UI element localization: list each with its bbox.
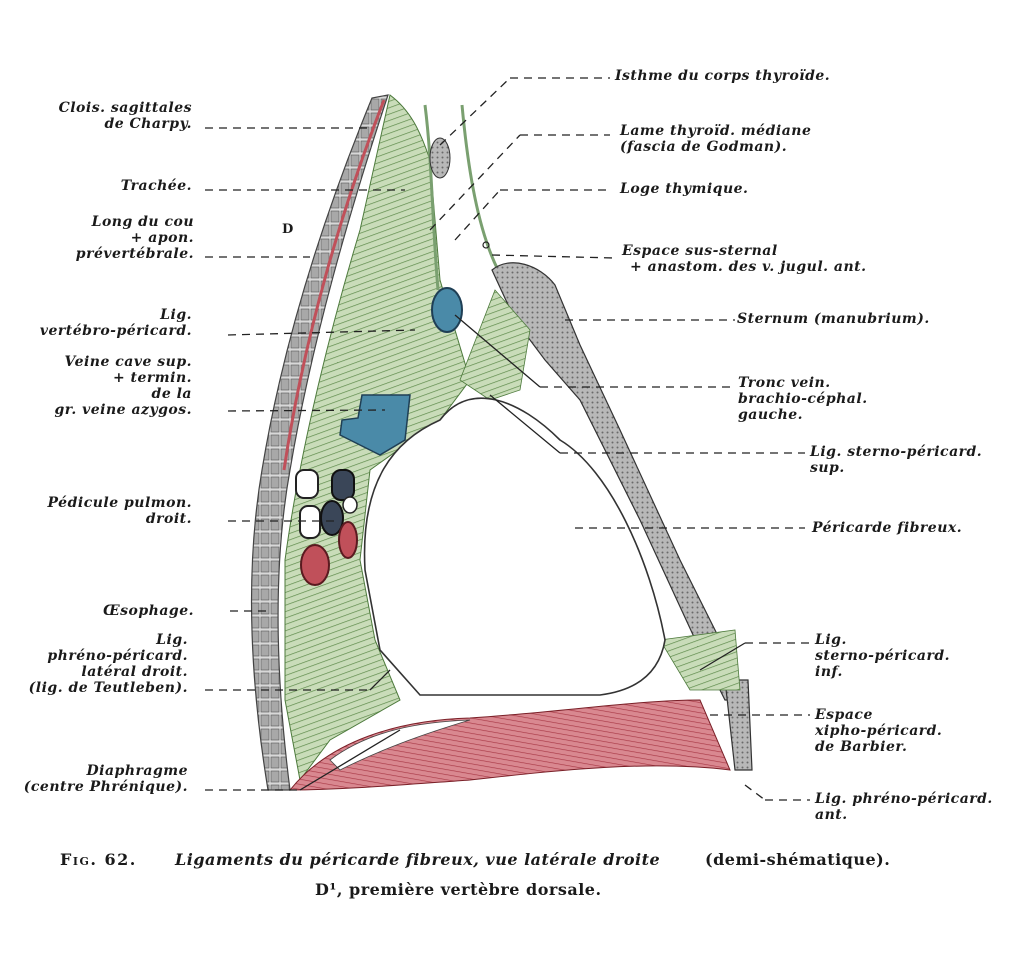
label-lig-sterno-sup: Lig. sterno-péricard. sup. xyxy=(810,444,982,476)
label-trachee: Trachée. xyxy=(121,178,192,194)
brachiocephalic-vein xyxy=(431,287,463,333)
label-lig-phreno-ant-line1: Lig. phréno-péricard. xyxy=(815,791,993,807)
label-espace-xipho-line2: xipho-péricard. xyxy=(815,723,943,739)
pulmonary-pedicle xyxy=(295,469,358,586)
caption-fig-text: Fig. 62. xyxy=(60,850,137,869)
caption-title-text: Ligaments du péricarde fibreux, vue laté… xyxy=(175,850,661,869)
label-tronc-line3: gauche. xyxy=(738,407,804,423)
label-espace-xipho: Espace xipho-péricard. de Barbier. xyxy=(815,707,942,755)
label-espace-sus-line2: + anastom. des v. jugul. ant. xyxy=(630,259,867,275)
sternum xyxy=(491,262,746,701)
thyroid-lamina xyxy=(423,104,440,291)
label-loge-line1: Loge thymique. xyxy=(620,181,749,197)
label-oesophage-line1: Œsophage. xyxy=(103,603,194,619)
dura-line xyxy=(282,99,386,471)
label-loge: Loge thymique. xyxy=(620,181,748,197)
label-long-cou-line2: + apon. xyxy=(130,230,194,246)
label-lig-sterno-sup-line2: sup. xyxy=(810,460,845,476)
xiphoid xyxy=(724,679,753,771)
label-pedicule-line2: droit. xyxy=(145,511,192,527)
label-espace-sus: Espace sus-sternal + anastom. des v. jug… xyxy=(622,243,866,275)
label-diaphragme-line2: (centre Phrénique). xyxy=(23,779,188,795)
label-lig-sterno-inf-line3: inf. xyxy=(815,664,843,680)
label-clois-line2: de Charpy. xyxy=(104,116,192,132)
label-pedicule: Pédicule pulmon. droit. xyxy=(48,495,192,527)
leader-lines-right xyxy=(429,77,810,801)
pericardium xyxy=(363,397,666,696)
label-lig-phreno-ant: Lig. phréno-péricard. ant. xyxy=(815,791,993,823)
label-lig-phreno-lat-line4: (lig. de Teutleben). xyxy=(28,680,188,696)
label-long-cou-line1: Long du cou xyxy=(91,214,194,230)
thymic-strand xyxy=(460,104,500,271)
label-veine-cave-line1: Veine cave sup. xyxy=(64,354,192,370)
label-long-cou: Long du cou + apon. prévertébrale. xyxy=(76,214,194,262)
label-isthme-line1: Isthme du corps thyroïde. xyxy=(615,68,831,84)
caption-line2: D¹, première vertèbre dorsale. xyxy=(315,880,602,899)
label-long-cou-line3: prévertébrale. xyxy=(75,246,194,262)
label-lig-phreno-lat: Lig. phréno-péricard. latéral droit. (li… xyxy=(29,632,188,696)
label-lig-vertebro-line1: Lig. xyxy=(160,307,192,323)
label-lig-sterno-inf-line1: Lig. xyxy=(815,632,847,648)
label-oesophage: Œsophage. xyxy=(103,603,194,619)
superior-vena-cava xyxy=(339,394,411,456)
label-veine-cave-line3: de la xyxy=(151,386,192,402)
caption-title: Ligaments du péricarde fibreux, vue laté… xyxy=(175,850,660,869)
label-d1: D xyxy=(282,222,294,238)
leader-dot xyxy=(482,241,490,249)
label-pericarde: Péricarde fibreux. xyxy=(812,520,962,536)
label-lame-line2: (fascia de Godman). xyxy=(620,139,788,155)
caption-note-text: (demi-shématique). xyxy=(705,850,891,869)
label-lame: Lame thyroïd. médiane (fascia de Godman)… xyxy=(620,123,811,155)
label-veine-cave-line4: gr. veine azygos. xyxy=(54,402,192,418)
label-pericarde-line1: Péricarde fibreux. xyxy=(812,520,963,536)
label-clois: Clois. sagittales de Charpy. xyxy=(59,100,192,132)
label-d1-text: D xyxy=(282,222,294,237)
caption-fig: Fig. 62. xyxy=(60,850,137,869)
label-diaphragme-line1: Diaphragme xyxy=(86,763,188,779)
label-veine-cave-line2: + termin. xyxy=(112,370,192,386)
label-lig-vertebro: Lig. vertébro-péricard. xyxy=(40,307,192,339)
label-espace-xipho-line1: Espace xyxy=(815,707,873,723)
caption-line2-text: D¹, première vertèbre dorsale. xyxy=(315,880,602,899)
label-lig-phreno-ant-line2: ant. xyxy=(815,807,848,823)
label-sternum-line1: Sternum (manubrium). xyxy=(737,311,930,327)
label-lig-vertebro-line2: vertébro-péricard. xyxy=(39,323,192,339)
central-tendon xyxy=(329,719,471,771)
label-lame-line1: Lame thyroïd. médiane xyxy=(620,123,812,139)
thyroid-isthmus xyxy=(429,137,451,179)
label-sternum: Sternum (manubrium). xyxy=(737,311,930,327)
label-lig-phreno-lat-line1: Lig. xyxy=(156,632,188,648)
label-espace-xipho-line3: de Barbier. xyxy=(815,739,908,755)
label-lig-phreno-lat-line2: phréno-péricard. xyxy=(47,648,188,664)
label-tronc-line1: Tronc vein. xyxy=(738,375,831,391)
label-espace-sus-line1: Espace sus-sternal xyxy=(622,243,778,259)
diaphragm xyxy=(288,699,731,791)
label-pedicule-line1: Pédicule pulmon. xyxy=(47,495,192,511)
caption-note: (demi-shématique). xyxy=(705,850,890,869)
label-isthme: Isthme du corps thyroïde. xyxy=(615,68,830,84)
label-lig-phreno-lat-line3: latéral droit. xyxy=(81,664,188,680)
label-lig-sterno-inf-line2: sterno-péricard. xyxy=(815,648,950,664)
label-lig-sterno-inf: Lig. sterno-péricard. inf. xyxy=(815,632,950,680)
label-trachee-line1: Trachée. xyxy=(120,178,192,194)
label-diaphragme: Diaphragme (centre Phrénique). xyxy=(24,763,188,795)
label-veine-cave: Veine cave sup. + termin. de la gr. vein… xyxy=(55,354,193,418)
label-clois-line1: Clois. sagittales xyxy=(58,100,192,116)
sterno-pericardial-ligament-sup xyxy=(459,289,531,401)
label-lig-sterno-sup-line1: Lig. sterno-péricard. xyxy=(810,444,983,460)
sterno-pericardial-ligament-inf xyxy=(659,629,741,691)
label-tronc: Tronc vein. brachio-céphal. gauche. xyxy=(738,375,868,423)
leader-lines-left xyxy=(205,127,416,791)
label-tronc-line2: brachio-céphal. xyxy=(738,391,868,407)
